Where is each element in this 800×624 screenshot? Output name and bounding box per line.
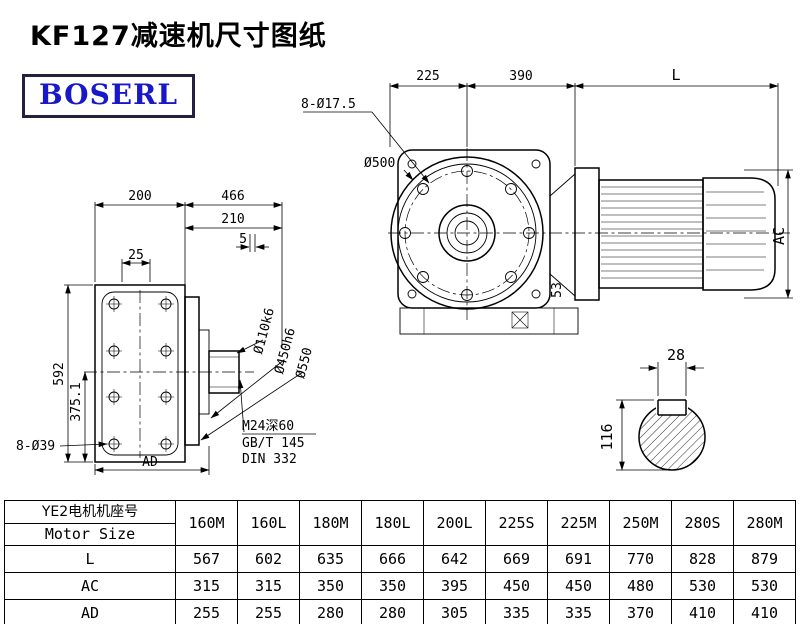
row-label: L: [4, 545, 176, 573]
value-cell: 642: [423, 545, 486, 573]
dim-53: 53: [550, 282, 565, 298]
brand-logo: BOSERL: [22, 74, 196, 118]
value-cell: 770: [609, 545, 672, 573]
note-din: DIN 332: [242, 452, 297, 467]
value-cell: 255: [237, 599, 300, 624]
value-cell: 635: [299, 545, 362, 573]
dim-8-d39: 8-Ø39: [16, 439, 55, 454]
front-view: 225 390 L AC Ø500 8-Ø17.5 53: [301, 66, 793, 335]
dim-L: L: [671, 66, 680, 84]
row-label: AD: [4, 599, 176, 624]
dim-8-d17-5: 8-Ø17.5: [301, 97, 356, 112]
value-cell: 410: [733, 599, 796, 624]
dim-ad: AD: [142, 455, 158, 470]
column-header: 250M: [609, 500, 672, 546]
value-cell: 450: [547, 572, 610, 600]
shaft-section-view: 28 116: [598, 346, 706, 471]
dim-466: 466: [221, 189, 244, 204]
dim-5: 5: [239, 232, 247, 247]
value-cell: 450: [485, 572, 548, 600]
value-cell: 305: [423, 599, 486, 624]
dim-592: 592: [52, 362, 67, 385]
value-cell: 280: [299, 599, 362, 624]
value-cell: 669: [485, 545, 548, 573]
note-gbt: GB/T 145: [242, 436, 305, 451]
motor-size-header-cn: YE2电机机座号: [5, 501, 175, 524]
value-cell: 395: [423, 572, 486, 600]
dim-210: 210: [221, 212, 244, 227]
dim-d500: Ø500: [364, 156, 395, 171]
dim-116: 116: [598, 423, 616, 450]
value-cell: 666: [361, 545, 424, 573]
motor-size-header-en: Motor Size: [44, 525, 136, 543]
value-cell: 530: [733, 572, 796, 600]
value-cell: 480: [609, 572, 672, 600]
dim-28: 28: [667, 346, 685, 364]
column-header: 200L: [423, 500, 486, 546]
motor-size-header: YE2电机机座号 Motor Size: [4, 500, 176, 546]
column-header: 225M: [547, 500, 610, 546]
dim-225: 225: [416, 69, 439, 84]
dim-flange-dia: Ø550: [293, 346, 316, 380]
column-header: 160L: [237, 500, 300, 546]
column-header: 180L: [361, 500, 424, 546]
technical-drawing: 200 466 210 5 25 592 375.1 8-Ø39 AD Ø110…: [16, 66, 793, 475]
row-label: AC: [4, 572, 176, 600]
page-title: KF127减速机尺寸图纸: [30, 21, 327, 52]
column-header: 160M: [175, 500, 238, 546]
column-header: 225S: [485, 500, 548, 546]
value-cell: 350: [361, 572, 424, 600]
column-header: 180M: [299, 500, 362, 546]
column-header: 280M: [733, 500, 796, 546]
value-cell: 828: [671, 545, 734, 573]
value-cell: 315: [237, 572, 300, 600]
value-cell: 602: [237, 545, 300, 573]
value-cell: 315: [175, 572, 238, 600]
dim-390: 390: [509, 69, 532, 84]
value-cell: 280: [361, 599, 424, 624]
value-cell: 255: [175, 599, 238, 624]
value-cell: 879: [733, 545, 796, 573]
value-cell: 350: [299, 572, 362, 600]
side-view: 200 466 210 5 25 592 375.1 8-Ø39 AD Ø110…: [16, 189, 316, 475]
dim-AC: AC: [770, 227, 788, 245]
value-cell: 335: [547, 599, 610, 624]
value-cell: 691: [547, 545, 610, 573]
value-cell: 530: [671, 572, 734, 600]
dim-25: 25: [128, 248, 144, 263]
column-header: 280S: [671, 500, 734, 546]
dim-200: 200: [128, 189, 151, 204]
dim-375: 375.1: [69, 382, 84, 421]
note-m24: M24深60: [242, 419, 294, 434]
dim-shaft-dia: Ø110k6: [251, 306, 278, 355]
value-cell: 335: [485, 599, 548, 624]
value-cell: 567: [175, 545, 238, 573]
value-cell: 370: [609, 599, 672, 624]
value-cell: 410: [671, 599, 734, 624]
